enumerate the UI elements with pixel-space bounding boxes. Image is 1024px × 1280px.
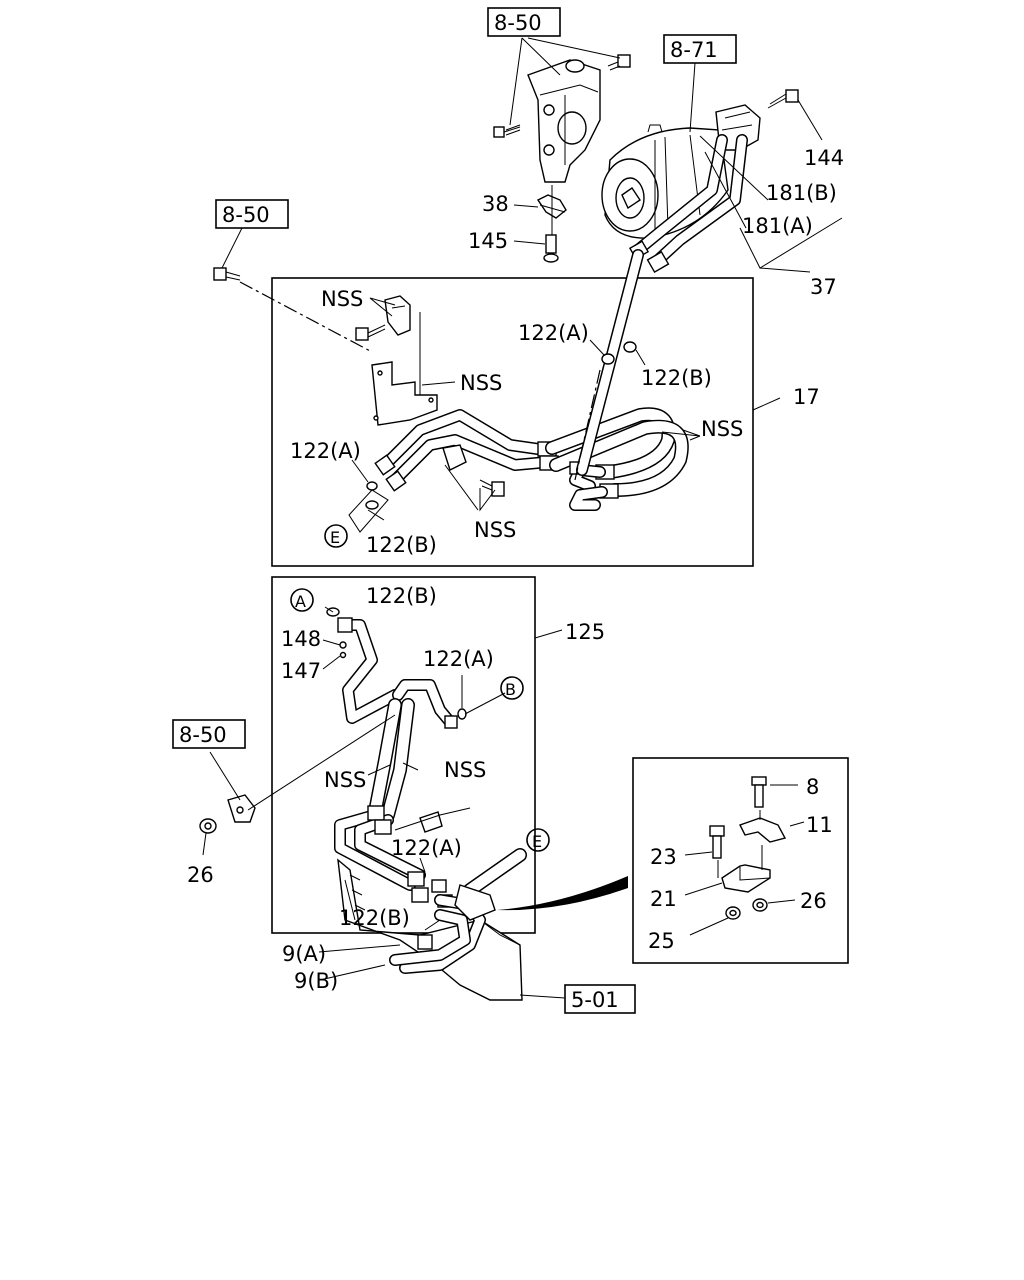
svg-text:8-71: 8-71 bbox=[670, 38, 718, 62]
label-9a: 9(A) bbox=[282, 942, 326, 966]
label-147: 147 bbox=[281, 659, 321, 683]
bolt-145 bbox=[543, 234, 559, 263]
nut-26-left bbox=[199, 818, 217, 834]
svg-text:8-50: 8-50 bbox=[494, 11, 542, 35]
svg-text:B: B bbox=[505, 680, 516, 699]
label-37: 37 bbox=[810, 275, 837, 299]
label-145: 145 bbox=[468, 229, 508, 253]
label-nss-3: NSS bbox=[701, 417, 743, 441]
detail-arrow bbox=[497, 876, 628, 911]
label-23: 23 bbox=[650, 845, 677, 869]
compressor-bracket bbox=[527, 59, 601, 183]
label-122b-4: 122(B) bbox=[339, 906, 410, 930]
label-122b-2: 122(B) bbox=[366, 533, 437, 557]
label-148: 148 bbox=[281, 627, 321, 651]
marker-b: B bbox=[500, 676, 524, 700]
label-122b-3: 122(B) bbox=[366, 584, 437, 608]
frame-assembly-17 bbox=[271, 277, 754, 567]
svg-text:5-01: 5-01 bbox=[571, 988, 619, 1012]
label-25: 25 bbox=[648, 929, 675, 953]
mounting-plate bbox=[371, 361, 438, 426]
bracket-21 bbox=[721, 864, 771, 893]
label-181a: 181(A) bbox=[742, 214, 813, 238]
label-122a-2: 122(A) bbox=[290, 439, 361, 463]
label-122a-1: 122(A) bbox=[518, 321, 589, 345]
label-9b: 9(B) bbox=[294, 969, 338, 993]
ref-850-mid: 8-50 bbox=[172, 719, 246, 749]
label-122a-3: 122(A) bbox=[423, 647, 494, 671]
svg-text:8-50: 8-50 bbox=[179, 723, 227, 747]
bolt-23 bbox=[709, 825, 725, 859]
nut-25 bbox=[725, 906, 741, 920]
ref-850-left: 8-50 bbox=[215, 199, 289, 229]
nut-26-right bbox=[752, 898, 768, 912]
label-nss-5: NSS bbox=[324, 768, 366, 792]
ref-850-top: 8-50 bbox=[487, 7, 561, 37]
label-21: 21 bbox=[650, 887, 677, 911]
nss-bracket-upper bbox=[355, 295, 411, 341]
label-nss-1: NSS bbox=[321, 287, 363, 311]
label-17: 17 bbox=[793, 385, 820, 409]
label-122b-1: 122(B) bbox=[641, 366, 712, 390]
label-122a-4: 122(A) bbox=[391, 836, 462, 860]
ac-compressor bbox=[601, 104, 761, 239]
evaporator-unit bbox=[337, 858, 523, 1001]
label-38: 38 bbox=[482, 192, 509, 216]
bracket-850-mid bbox=[227, 794, 256, 823]
ref-871: 8-71 bbox=[663, 34, 737, 64]
label-nss-4: NSS bbox=[474, 518, 516, 542]
label-125: 125 bbox=[565, 620, 605, 644]
marker-e-bottom: E bbox=[526, 828, 550, 852]
svg-text:8-50: 8-50 bbox=[222, 203, 270, 227]
label-181b: 181(B) bbox=[766, 181, 837, 205]
ref-501: 5-01 bbox=[564, 984, 636, 1014]
clip-11 bbox=[739, 817, 787, 843]
label-144: 144 bbox=[804, 146, 844, 170]
bolt-850-left bbox=[213, 267, 241, 281]
label-11: 11 bbox=[806, 813, 833, 837]
bracket-bolt-right bbox=[607, 54, 631, 71]
nss-clamp-lower bbox=[442, 444, 505, 497]
bracket-bolt-left bbox=[493, 124, 521, 138]
bolt-144 bbox=[767, 89, 799, 109]
label-nss-2: NSS bbox=[460, 371, 502, 395]
marker-a: A bbox=[290, 588, 314, 612]
label-26-right: 26 bbox=[800, 889, 827, 913]
marker-e-top: E bbox=[324, 524, 348, 548]
bolt-8 bbox=[751, 776, 767, 808]
label-nss-6: NSS bbox=[444, 758, 486, 782]
svg-text:A: A bbox=[295, 592, 306, 611]
label-26-left: 26 bbox=[187, 863, 214, 887]
frame-detail-bracket bbox=[632, 757, 849, 964]
svg-text:E: E bbox=[330, 528, 340, 547]
svg-text:E: E bbox=[532, 832, 542, 851]
label-8: 8 bbox=[806, 775, 819, 799]
